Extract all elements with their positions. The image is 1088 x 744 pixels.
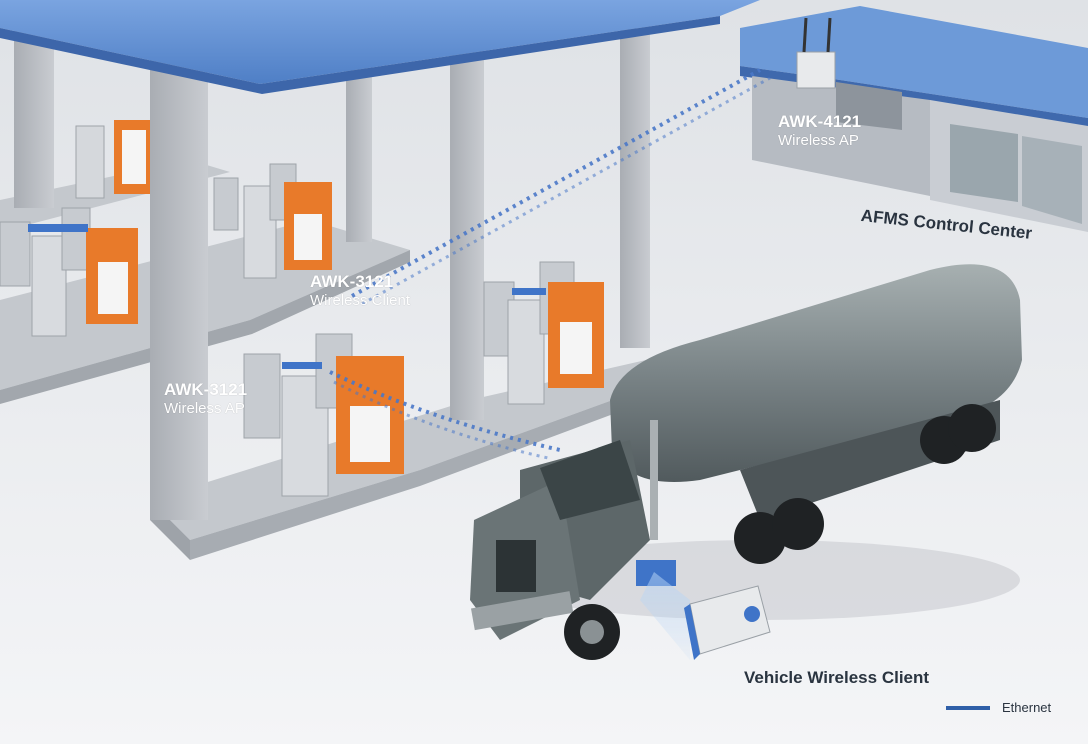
label-awk-3121-ap: AWK-3121 Wireless AP xyxy=(164,380,247,417)
awk-4121-device xyxy=(796,51,836,89)
label-awk-3121-client: AWK-3121 Wireless Client xyxy=(310,272,410,309)
label-awk-3121-ap-title: AWK-3121 xyxy=(164,380,248,399)
label-awk-3121-ap-sub: Wireless AP xyxy=(164,399,245,417)
label-awk-4121-title: AWK-4121 xyxy=(778,112,862,131)
canopy xyxy=(0,0,760,94)
tanker-truck xyxy=(470,264,1022,660)
legend: Ethernet xyxy=(946,700,1051,715)
label-vehicle-wireless-client: Vehicle Wireless Client xyxy=(744,668,930,687)
wireless-links xyxy=(329,68,771,460)
legend-ethernet-swatch xyxy=(946,705,990,710)
front-pumps xyxy=(243,261,604,497)
legend-ethernet-label: Ethernet xyxy=(1002,700,1052,715)
label-awk-3121-client-sub: Wireless Client xyxy=(310,291,411,309)
vehicle-client-device xyxy=(640,572,771,660)
label-awk-4121: AWK-4121 Wireless AP xyxy=(778,112,861,149)
canopy-pillars xyxy=(14,8,650,520)
label-awk-4121-sub: Wireless AP xyxy=(778,131,859,149)
control-center-building xyxy=(740,6,1088,232)
label-awk-3121-client-title: AWK-3121 xyxy=(310,272,394,291)
